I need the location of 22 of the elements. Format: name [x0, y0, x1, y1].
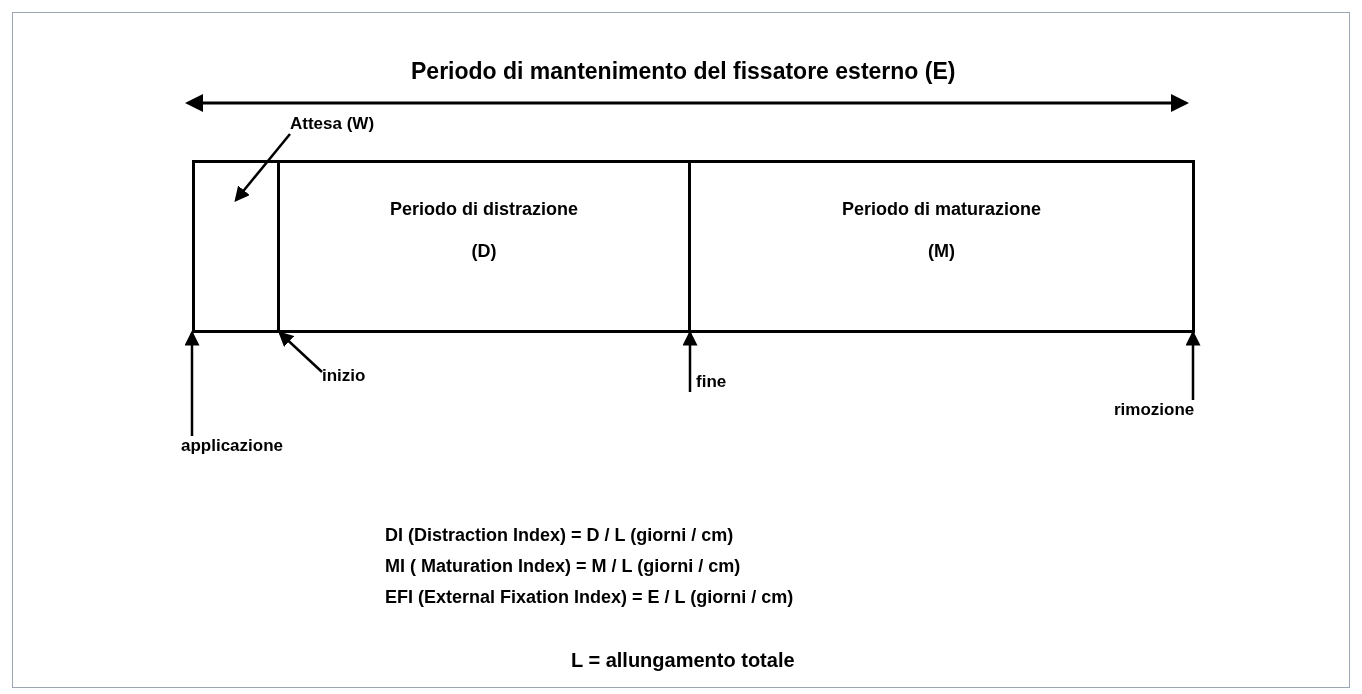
callout-label: applicazione — [181, 436, 284, 456]
period-title: Periodo di maturazione — [841, 199, 1042, 219]
leader-arrow — [1185, 330, 1201, 400]
callout-label: inizio — [322, 366, 366, 386]
period-title: Periodo di distrazione — [389, 199, 579, 219]
period-box — [277, 160, 691, 333]
leader-arrow — [682, 330, 698, 392]
definition-text: L = allungamento totale — [571, 648, 795, 672]
period-box — [688, 160, 1195, 333]
dimension-label: Periodo di mantenimento del fissatore esterno (E) — [411, 58, 956, 85]
leader-arrow — [278, 331, 323, 373]
callout-label: Attesa (W) — [290, 114, 375, 134]
formula-text: MI ( Maturation Index) = M / L (giorni / cm) — [385, 555, 741, 577]
leader-arrow — [234, 133, 291, 202]
leader-arrow — [184, 330, 200, 436]
callout-label: rimozione — [1114, 400, 1195, 420]
period-box — [192, 160, 280, 333]
period-symbol: (D) — [470, 241, 498, 261]
callout-label: fine — [690, 372, 727, 392]
formula-text: DI (Distraction Index) = D / L (giorni / cm) — [385, 524, 734, 546]
period-symbol: (M) — [927, 241, 956, 261]
formula-text: EFI (External Fixation Index) = E / L (giorni / cm) — [385, 586, 794, 608]
